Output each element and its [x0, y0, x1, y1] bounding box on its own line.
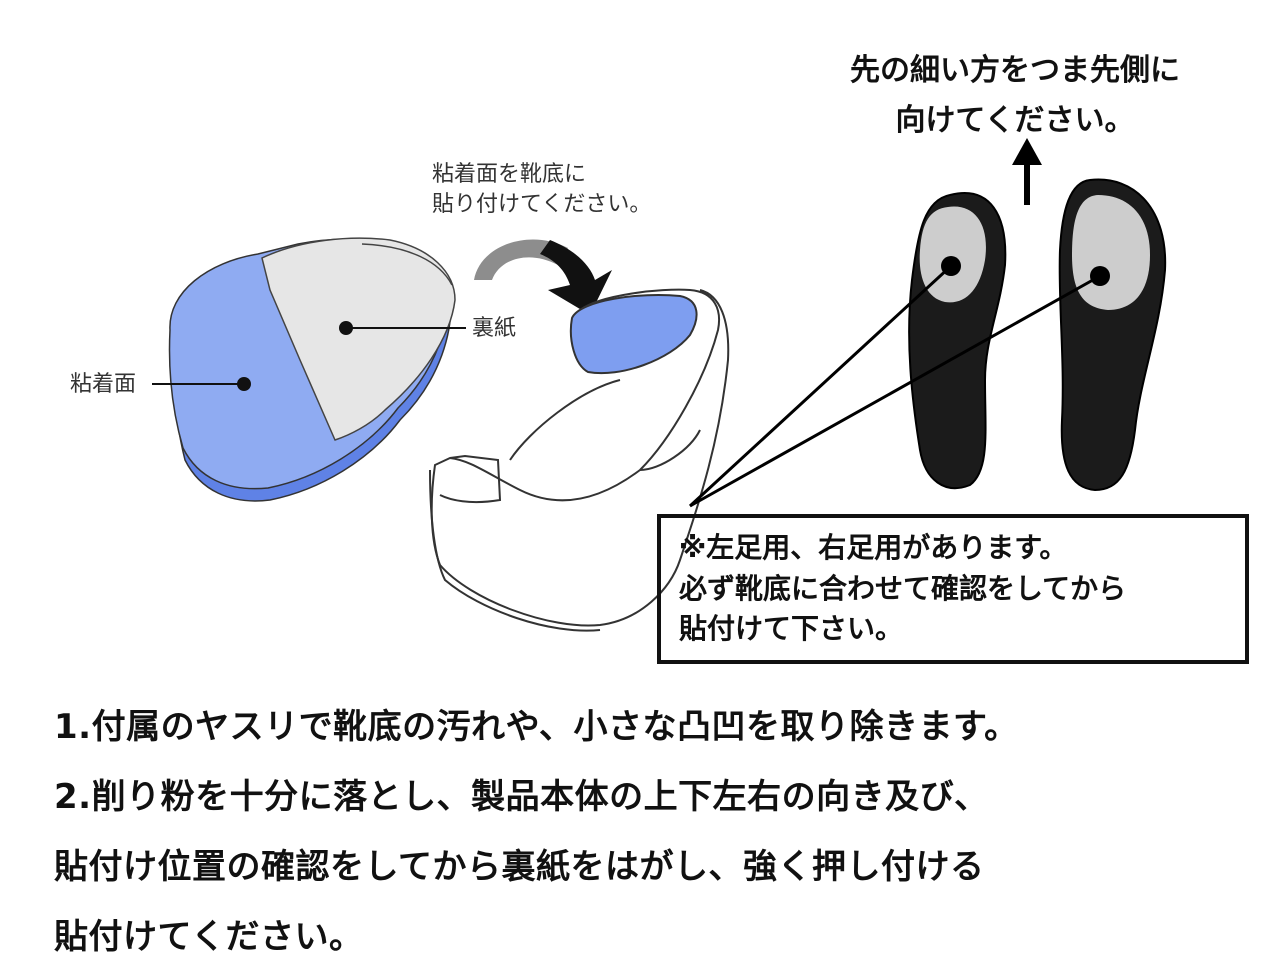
left-right-notice-box: ※左足用、右足用があります。 必ず靴底に合わせて確認をしてから 貼付けて下さい。 — [657, 514, 1249, 664]
instruction-line-1: 粘着面を靴底に — [432, 160, 651, 190]
adhesive-surface-label: 粘着面 — [70, 370, 136, 400]
notice-line-3: 貼付けて下さい。 — [679, 609, 1227, 650]
instruction-steps: 1.付属のヤスリで靴底の汚れや、小さな凸凹を取り除きます。 2.削り粉を十分に落… — [54, 692, 1254, 972]
step-line-3: 貼付け位置の確認をしてから裏紙をはがし、強く押し付ける — [54, 832, 1254, 902]
up-arrow-icon — [1012, 138, 1042, 205]
insole-pair-illustration — [690, 180, 1165, 506]
instruction-line-2: 貼り付けてください。 — [432, 190, 651, 220]
step-line-4: 貼付けてください。 — [54, 902, 1254, 972]
notice-line-2: 必ず靴底に合わせて確認をしてから — [679, 569, 1227, 610]
orientation-note: 先の細い方をつま先側に 向けてください。 — [790, 46, 1240, 145]
instruction-label: 粘着面を靴底に 貼り付けてください。 — [432, 160, 651, 219]
backing-paper-label: 裏紙 — [472, 314, 516, 344]
step-line-1: 1.付属のヤスリで靴底の汚れや、小さな凸凹を取り除きます。 — [54, 692, 1254, 762]
orientation-line-2: 向けてください。 — [790, 96, 1240, 146]
orientation-line-1: 先の細い方をつま先側に — [790, 46, 1240, 96]
step-line-2: 2.削り粉を十分に落とし、製品本体の上下左右の向き及び、 — [54, 762, 1254, 832]
heel-pad-illustration — [152, 238, 466, 501]
notice-line-1: ※左足用、右足用があります。 — [679, 528, 1227, 569]
